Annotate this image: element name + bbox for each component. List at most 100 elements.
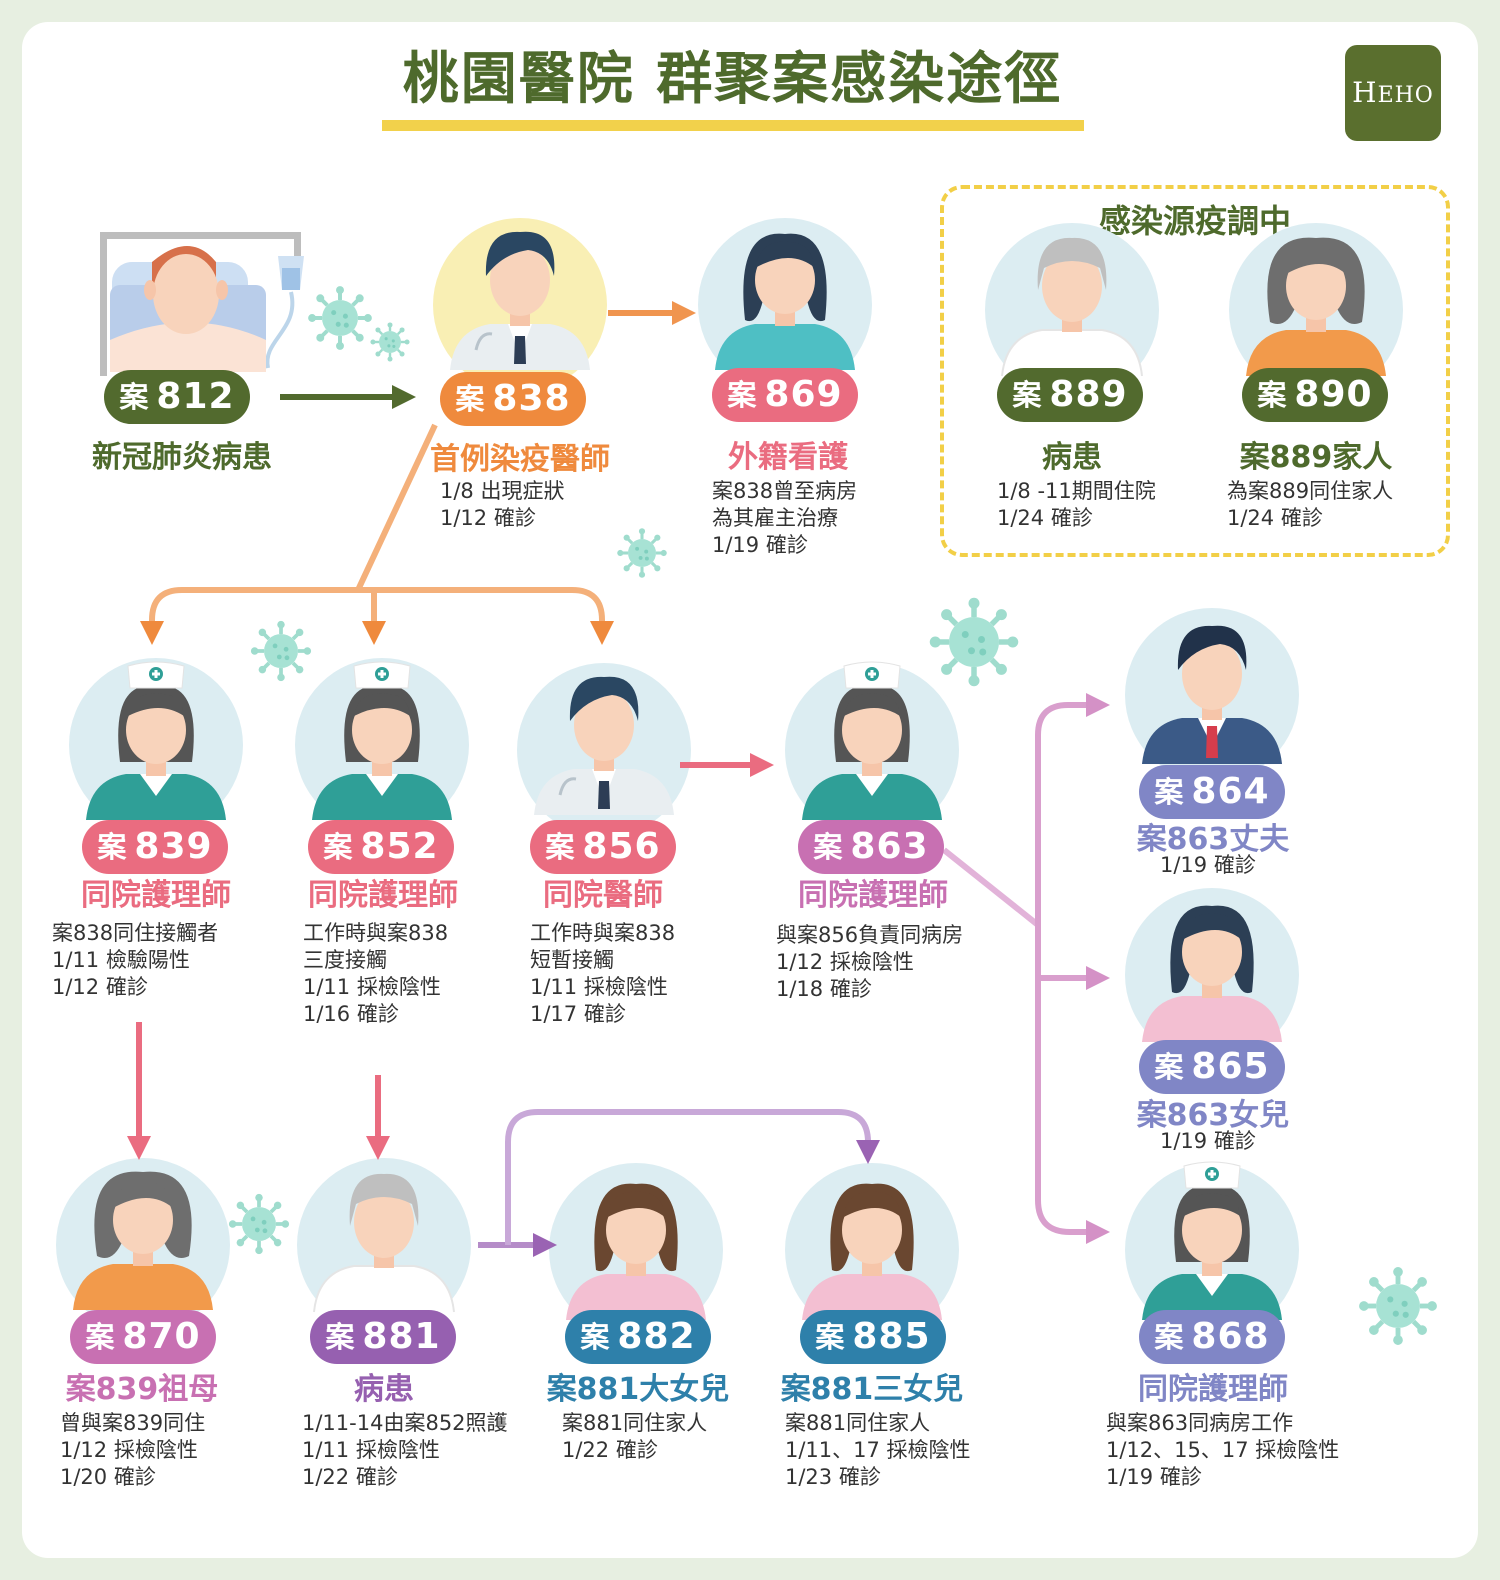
case-badge-number: 865 — [1191, 1046, 1270, 1087]
case-detail-line: 1/12 採檢陰性 — [60, 1438, 198, 1462]
case-label-852: 同院護理師 — [308, 878, 458, 913]
pending-investigation-box — [940, 185, 1450, 557]
case-badge-prefix: 案 — [1154, 1320, 1184, 1354]
case-detail-line: 1/19 確診 — [712, 533, 808, 557]
case-detail-line: 1/8 出現症狀 — [440, 479, 565, 503]
logo-letters: EHO — [1377, 83, 1434, 108]
case-label-881: 病患 — [354, 1372, 414, 1407]
heho-logo: HEHO — [1345, 45, 1441, 141]
case-badge-prefix: 案 — [813, 830, 843, 864]
title-underline — [382, 120, 1084, 131]
case-detail-line: 案881同住家人 — [562, 1411, 708, 1435]
arrow-to-839 — [140, 587, 358, 645]
daughter-icon — [802, 1183, 942, 1320]
case-detail-line: 為其雇主治療 — [712, 506, 838, 530]
case-badge-number: 838 — [492, 378, 571, 419]
case-detail-line: 工作時與案838 — [303, 921, 449, 945]
case-label-856: 同院醫師 — [543, 878, 663, 913]
virus-icon — [617, 528, 667, 578]
case-details-889: 1/8 -11期間住院 1/24 確診 — [997, 478, 1156, 532]
case-details-865: 1/19 確診 — [1160, 1128, 1256, 1155]
case-badge-prefix: 案 — [580, 1320, 610, 1354]
case-badge-number: 839 — [134, 826, 213, 867]
businessman-icon — [1142, 625, 1282, 764]
nurse-icon — [86, 661, 226, 820]
case-detail-line: 1/8 -11期間住院 — [997, 479, 1156, 503]
case-badge-prefix: 案 — [1154, 1050, 1184, 1084]
case-badge-prefix: 案 — [1012, 378, 1042, 412]
elderly-woman-icon — [1246, 237, 1386, 376]
case-detail-line: 案881同住家人 — [785, 1411, 931, 1435]
case-detail-line: 1/11 採檢陰性 — [303, 975, 441, 999]
case-badge-number: 890 — [1294, 374, 1373, 415]
case-label-889: 病患 — [1042, 440, 1102, 475]
woman-icon — [715, 233, 855, 370]
case-detail-line: 1/11、17 採檢陰性 — [785, 1438, 971, 1462]
case-badge-number: 868 — [1191, 1316, 1270, 1357]
case-badge-prefix: 案 — [455, 382, 485, 416]
case-detail-line: 1/19 確診 — [1106, 1465, 1202, 1489]
case-detail-line: 與案863同病房工作 — [1106, 1411, 1294, 1435]
case-badge-number: 863 — [850, 826, 929, 867]
case-badge-prefix: 案 — [727, 378, 757, 412]
case-label-865: 案863女兒 — [1136, 1098, 1290, 1133]
virus-decorations — [228, 286, 1437, 1345]
case-detail-line: 1/19 確診 — [1160, 853, 1256, 877]
arrow-to-856 — [358, 587, 614, 645]
case-detail-line: 三度接觸 — [303, 948, 387, 972]
young-woman-icon — [1142, 905, 1282, 1042]
avatar-layer — [73, 231, 1386, 1320]
case-detail-line: 1/11 採檢陰性 — [302, 1438, 440, 1462]
case-detail-line: 1/24 確診 — [997, 506, 1093, 530]
case-badge-prefix: 案 — [97, 830, 127, 864]
case-badge-prefix: 案 — [815, 1320, 845, 1354]
nurse-icon — [312, 661, 452, 820]
virus-icon — [228, 1193, 290, 1255]
case-details-852: 工作時與案838 三度接觸 1/11 採檢陰性 1/16 確診 — [303, 920, 448, 1028]
case-badge-number: 881 — [362, 1316, 441, 1357]
case-detail-line: 1/12 確診 — [440, 506, 536, 530]
case-badge-number: 864 — [1191, 771, 1270, 812]
case-detail-line: 1/16 確診 — [303, 1002, 399, 1026]
case-label-870: 案839祖母 — [65, 1372, 219, 1407]
case-detail-line: 1/12 採檢陰性 — [776, 950, 914, 974]
nurse-icon — [1142, 1161, 1282, 1320]
case-detail-line: 1/12 確診 — [52, 975, 148, 999]
logo-letter: H — [1352, 76, 1378, 109]
case-badge-prefix: 案 — [1154, 775, 1184, 809]
elderly-woman-icon — [73, 1171, 213, 1310]
case-badge-prefix: 案 — [119, 380, 149, 414]
case-detail-line: 案838同住接觸者 — [52, 921, 219, 945]
case-badge-number: 869 — [764, 374, 843, 415]
case-detail-line: 為案889同住家人 — [1227, 479, 1394, 503]
case-badge-number: 870 — [122, 1316, 201, 1357]
case-detail-line: 1/19 確診 — [1160, 1129, 1256, 1153]
case-badge-prefix: 案 — [85, 1320, 115, 1354]
transmission-arrows — [127, 301, 1110, 1257]
elderly-man-icon — [313, 1173, 455, 1313]
case-label-812: 新冠肺炎病患 — [92, 440, 272, 475]
case-detail-line: 與案856負責同病房 — [776, 923, 964, 947]
case-badge-number: 882 — [617, 1316, 696, 1357]
case-badge-prefix: 案 — [323, 830, 353, 864]
case-detail-line: 短暫接觸 — [530, 948, 614, 972]
case-badge-number: 852 — [360, 826, 439, 867]
